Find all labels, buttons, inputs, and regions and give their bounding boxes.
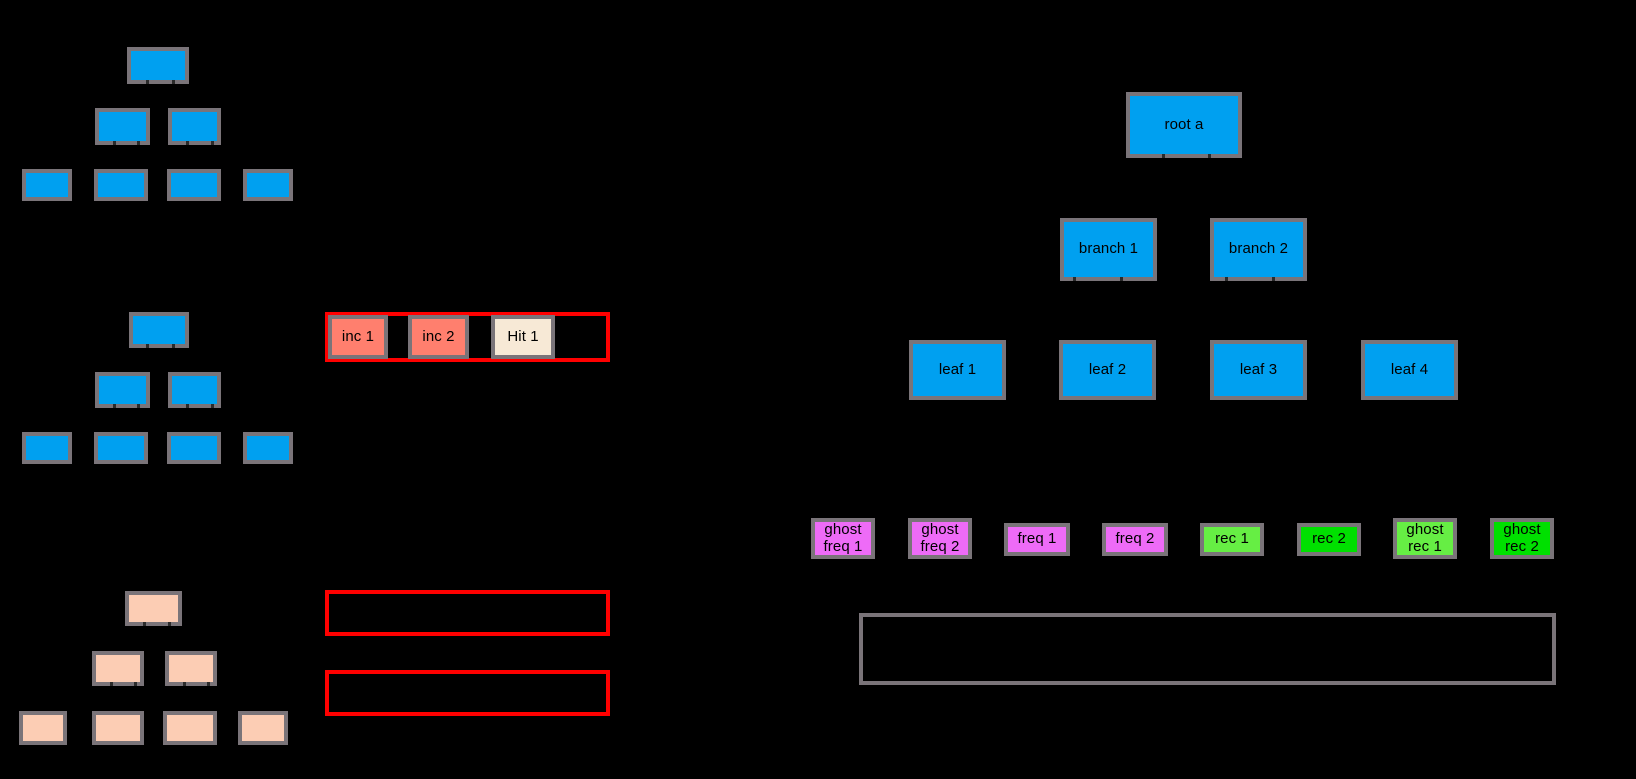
tree-node[interactable] [22,432,72,464]
tree-node[interactable] [94,432,148,464]
tree-edge-stub [211,141,214,145]
tree-node[interactable] [243,169,293,201]
empty-red-frame-upper[interactable] [325,590,610,636]
tree-edge-stub [168,622,171,626]
tree-edge-stub [146,80,149,84]
tree-edge-stub [1073,277,1076,281]
tree-edge-stub [183,682,186,686]
tree-node[interactable] [125,591,182,626]
badge-ghost-rec-1[interactable]: ghost rec 1 [1393,518,1457,559]
tree-edge-stub [172,80,175,84]
tree-node[interactable] [167,432,221,464]
empty-red-frame-lower[interactable] [325,670,610,716]
tree-edge-stub [113,404,116,408]
tree-node[interactable] [165,651,217,686]
badge-rec-2[interactable]: rec 2 [1297,523,1361,556]
tree-node[interactable] [92,711,144,745]
tree-edge-stub [134,682,137,686]
badge-freq-1[interactable]: freq 1 [1004,523,1070,556]
tree-edge-stub [146,344,149,348]
tree-node[interactable] [129,312,189,348]
tree-edge-stub [113,141,116,145]
tree-edge-stub [211,404,214,408]
badge-rec-1[interactable]: rec 1 [1200,523,1264,556]
tree-edge-stub [186,141,189,145]
tree-node[interactable] [238,711,288,745]
tree-node[interactable] [127,47,189,84]
tree-node-branch-2[interactable]: branch 2 [1210,218,1307,281]
tree-node[interactable] [95,108,150,145]
tree-node[interactable] [92,651,144,686]
tree-node[interactable] [94,169,148,201]
tree-node-leaf-4[interactable]: leaf 4 [1361,340,1458,400]
tree-node[interactable] [168,108,221,145]
badge-ghost-freq-2[interactable]: ghost freq 2 [908,518,972,559]
tree-edge-stub [1225,277,1228,281]
tree-edge-stub [137,141,140,145]
event-cell-inc-1[interactable]: inc 1 [328,315,388,359]
tree-node[interactable] [22,169,72,201]
tree-edge-stub [1272,277,1275,281]
tree-edge-stub [207,682,210,686]
tree-node[interactable] [168,372,221,408]
tree-node[interactable] [243,432,293,464]
event-cell-inc-2[interactable]: inc 2 [408,315,469,359]
badge-ghost-freq-1[interactable]: ghost freq 1 [811,518,875,559]
tree-edge-stub [1120,277,1123,281]
tree-edge-stub [1162,154,1165,158]
tree-node-branch-1[interactable]: branch 1 [1060,218,1157,281]
event-cell-hit-1[interactable]: Hit 1 [491,315,555,359]
tree-edge-stub [172,344,175,348]
tree-edge-stub [186,404,189,408]
tree-node-leaf-1[interactable]: leaf 1 [909,340,1006,400]
tree-node[interactable] [95,372,150,408]
tree-node[interactable] [167,169,221,201]
tree-node[interactable] [19,711,67,745]
tree-node-leaf-2[interactable]: leaf 2 [1059,340,1156,400]
tree-edge-stub [137,404,140,408]
tree-edge-stub [110,682,113,686]
tree-node[interactable] [163,711,217,745]
badge-freq-2[interactable]: freq 2 [1102,523,1168,556]
empty-gray-panel[interactable] [859,613,1556,685]
badge-ghost-rec-2[interactable]: ghost rec 2 [1490,518,1554,559]
tree-edge-stub [1208,154,1211,158]
tree-node-root-a[interactable]: root a [1126,92,1242,158]
tree-node-leaf-3[interactable]: leaf 3 [1210,340,1307,400]
tree-edge-stub [143,622,146,626]
highlighted-event-strip-frame [325,312,610,362]
